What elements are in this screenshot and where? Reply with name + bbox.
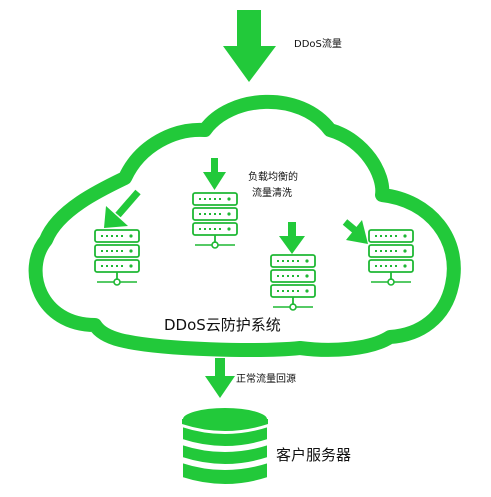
ddos-inbound-arrow-icon bbox=[223, 10, 276, 82]
ddos-traffic-label: DDoS流量 bbox=[294, 37, 342, 50]
arrow-down-icon bbox=[279, 222, 305, 254]
server-rack-icon bbox=[368, 229, 414, 286]
load-balance-label-line2: 流量清洗 bbox=[252, 186, 292, 199]
server-rack-icon bbox=[270, 254, 316, 311]
client-server-label: 客户服务器 bbox=[276, 446, 351, 464]
load-balance-label-line1: 负载均衡的 bbox=[248, 170, 298, 183]
server-rack-icon bbox=[192, 192, 238, 249]
cloud-title: DDoS云防护系统 bbox=[164, 316, 281, 334]
arrow-down-icon bbox=[203, 158, 226, 190]
cloud-outline bbox=[28, 94, 461, 357]
normal-traffic-arrow-icon bbox=[205, 358, 235, 398]
database-stack-icon bbox=[181, 406, 269, 486]
arrow-down-icon bbox=[342, 219, 368, 244]
server-rack-icon bbox=[94, 229, 140, 286]
normal-traffic-label: 正常流量回源 bbox=[236, 372, 296, 385]
arrow-down-icon bbox=[104, 189, 141, 228]
